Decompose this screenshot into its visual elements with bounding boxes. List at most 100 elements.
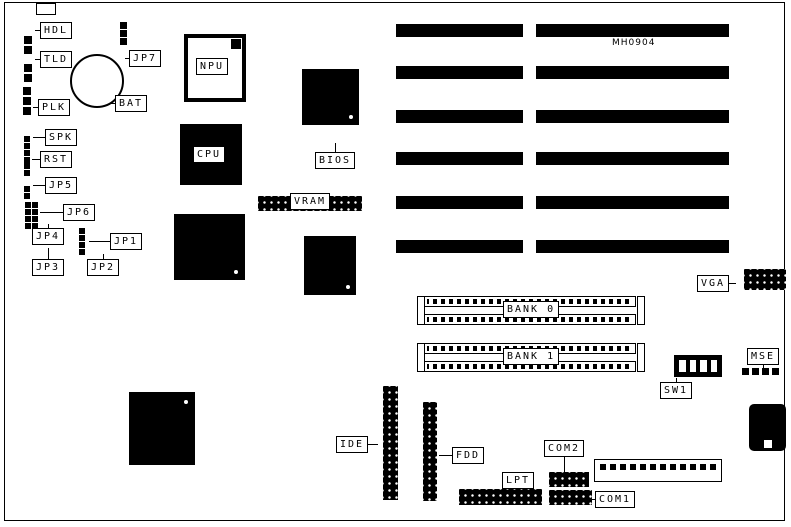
keylock-pins xyxy=(23,87,31,115)
bios-label: BIOS xyxy=(315,143,356,169)
hdd-led-pins-pin xyxy=(24,36,32,44)
power-connector xyxy=(594,459,722,482)
power-connector-pins-pin xyxy=(610,464,616,470)
npu-corner-pin xyxy=(231,39,241,49)
speaker-pins-pin xyxy=(24,150,30,156)
jp7-pins-pin xyxy=(120,38,127,45)
spk-label-pointer-line xyxy=(33,137,46,138)
mouse-connector-pin xyxy=(752,368,759,375)
jumper-block-pins-pin xyxy=(32,223,38,229)
com2-label: COM2 xyxy=(544,440,585,472)
jp1-label: JP1 xyxy=(89,233,143,250)
jp7-label-pointer-line xyxy=(125,58,130,59)
hdd-led-pins xyxy=(24,36,32,54)
jumper-block-pins-pin xyxy=(25,202,31,208)
isa-slot-3-right xyxy=(536,110,729,123)
turbo-led-pins-pin xyxy=(24,74,32,82)
vga-label-pointer-line xyxy=(728,283,737,284)
bios-chip xyxy=(302,69,359,125)
speaker-pins-pin xyxy=(24,143,30,149)
jp1-pins-pin xyxy=(79,242,85,248)
isa-slot-5-left xyxy=(396,196,523,209)
keylock-pins-pin xyxy=(23,97,31,105)
isa-slot-2-right xyxy=(536,66,729,79)
jp2-label: JP2 xyxy=(87,254,120,276)
hdl-label-pointer-line xyxy=(35,30,41,31)
com2-label-pointer-line xyxy=(564,456,566,472)
com1-label: COM1 xyxy=(592,491,636,508)
jp1-pins xyxy=(79,228,85,255)
jumper-block-pins xyxy=(25,202,38,229)
npu-socket xyxy=(184,34,246,102)
ide-label-pointer-line xyxy=(367,444,379,445)
jp2-label-pointer-line xyxy=(103,254,105,260)
jp5-pins xyxy=(24,186,30,199)
io-controller-chip xyxy=(129,392,195,465)
sw1-label: SW1 xyxy=(660,378,693,399)
bank0-clip-left xyxy=(417,296,425,325)
lpt-label: LPT xyxy=(502,472,535,493)
mouse-connector-pin xyxy=(762,368,769,375)
isa-slot-3-left xyxy=(396,110,523,123)
isa-slot-4-left xyxy=(396,152,523,165)
jp3-label-pointer-line xyxy=(48,248,50,260)
jumper-block-pins-pin xyxy=(32,202,38,208)
bank0-clip-right xyxy=(637,296,645,325)
power-connector-pins-pin xyxy=(700,464,706,470)
tld-label-pointer-line xyxy=(35,59,41,60)
bios-chip-pin1-dot xyxy=(349,115,353,119)
jumper-block-pins-pin xyxy=(32,209,38,215)
keyboard-connector xyxy=(749,404,786,451)
power-connector-pins-pin xyxy=(680,464,686,470)
jp5-pins-pin xyxy=(24,193,30,199)
hdd-led-pins-pin xyxy=(24,46,32,54)
vga-label: VGA xyxy=(697,275,737,292)
com2-connector xyxy=(549,472,589,487)
sw1-label-pointer-line xyxy=(676,378,678,383)
power-connector-pins-pin xyxy=(650,464,656,470)
mouse-connector-pin xyxy=(742,368,749,375)
part-number: MH0904 xyxy=(612,38,656,48)
isa-slot-1-left xyxy=(396,24,523,37)
power-connector-pins-pin xyxy=(660,464,666,470)
hdl-label: HDL xyxy=(35,22,73,39)
keylock-pins-pin xyxy=(23,107,31,115)
power-connector-pins xyxy=(600,464,716,470)
jp5-label-pointer-line xyxy=(33,185,46,186)
jumper-block-pins-pin xyxy=(25,216,31,222)
isa-slot-2-left xyxy=(396,66,523,79)
isa-slot-4-right xyxy=(536,152,729,165)
rst-label-pointer-line xyxy=(32,159,41,160)
tld-label: TLD xyxy=(35,51,73,68)
mse-label-pointer-line xyxy=(763,364,765,369)
keylock-pins-pin xyxy=(23,87,31,95)
isa-slot-5-right xyxy=(536,196,729,209)
com1-connector xyxy=(549,490,592,505)
fdd-label-pointer-line xyxy=(439,455,453,456)
plk-label-pointer-line xyxy=(33,107,39,108)
lpt-label-pointer-line xyxy=(518,488,520,493)
jumper-block-pins-pin xyxy=(32,216,38,222)
bank1-clip-right xyxy=(637,343,645,372)
cpu-label: CPU xyxy=(193,146,226,163)
jp5-pins-pin xyxy=(24,186,30,192)
chipset-upper-chip-pin1-dot xyxy=(234,270,238,274)
vga-connector xyxy=(744,269,786,290)
npu-label: NPU xyxy=(196,58,229,75)
jp7-pins xyxy=(120,22,127,45)
power-connector-pins-pin xyxy=(600,464,606,470)
jp4-label-pointer-line xyxy=(48,224,50,229)
jp6-label: JP6 xyxy=(40,204,96,221)
jp3-label: JP3 xyxy=(32,248,65,276)
power-connector-pins-pin xyxy=(710,464,716,470)
jp1-pins-pin xyxy=(79,249,85,255)
jumper-block-pins-pin xyxy=(25,209,31,215)
power-connector-pins-pin xyxy=(640,464,646,470)
jp1-label-pointer-line xyxy=(89,241,111,242)
bank0-label: BANK 0 xyxy=(503,301,560,318)
jp7-pins-pin xyxy=(120,22,127,29)
speaker-pins-pin xyxy=(24,157,30,163)
power-connector-pins-pin xyxy=(690,464,696,470)
board-outline xyxy=(4,2,785,521)
